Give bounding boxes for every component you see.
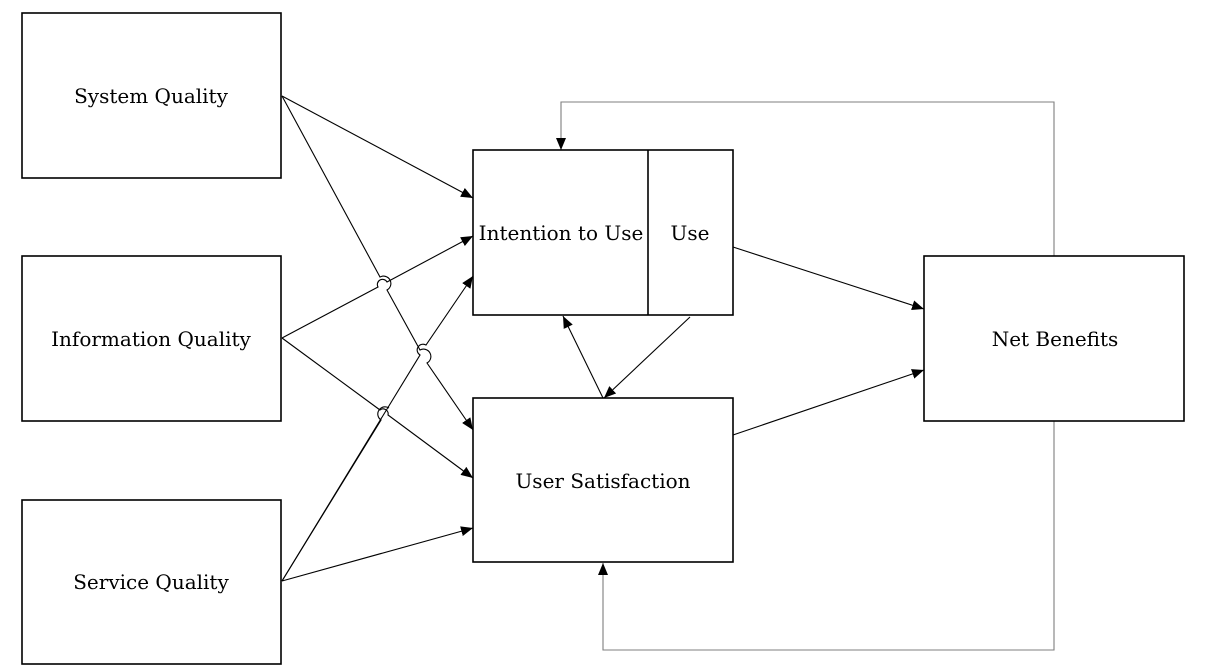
arrow-user-satisfaction-to-net-benefits [732,369,925,436]
node-user-satisfaction: User Satisfaction [472,397,734,563]
node-service-quality: Service Quality [21,499,282,665]
system-quality-label: System Quality [74,84,228,108]
arrow-user-satisfaction-to-intention [562,315,604,399]
arrow-service-quality-to-user-satisfaction [281,406,473,582]
node-information-quality: Information Quality [21,255,282,422]
information-quality-label: Information Quality [51,327,251,351]
node-intention-use: Intention to Use Use [472,149,734,316]
node-net-benefits: Net Benefits [923,255,1185,422]
arrow-use-to-net-benefits [732,246,925,311]
arrow-use-to-user-satisfaction [603,316,691,399]
arrow-system-quality-to-user-satisfaction [281,95,474,431]
service-quality-label: Service Quality [73,570,229,594]
arrow-information-quality-to-user-satisfaction [281,337,474,479]
use-label: Use [671,221,710,245]
net-benefits-label: Net Benefits [992,327,1119,351]
arrow-information-quality-to-intention [281,235,474,339]
intention-to-use-label: Intention to Use [479,221,644,245]
arrow-system-quality-to-intention [281,95,474,199]
node-system-quality: System Quality [21,12,282,179]
user-satisfaction-label: User Satisfaction [515,469,690,493]
feedback-net-benefits-to-user-satisfaction [598,421,1055,651]
feedback-net-benefits-to-intention [556,101,1055,256]
arrow-service-quality-to-intention [281,275,474,582]
